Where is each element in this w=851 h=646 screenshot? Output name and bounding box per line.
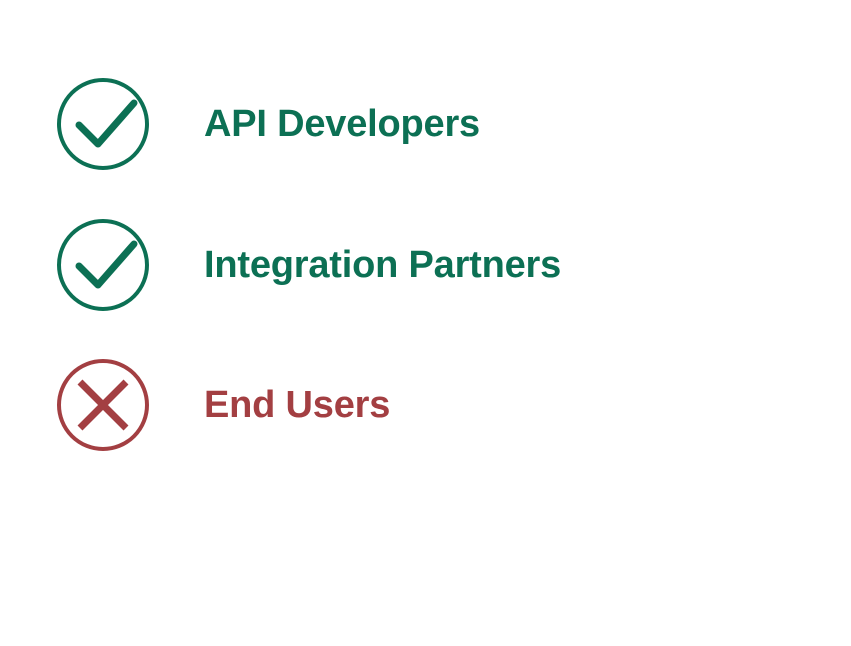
list-item[interactable]: End Users <box>57 359 390 451</box>
list-item[interactable]: Integration Partners <box>57 219 561 311</box>
list-item[interactable]: API Developers <box>57 78 480 170</box>
list-item-label: API Developers <box>204 103 480 145</box>
list-item-label: Integration Partners <box>204 244 562 286</box>
x-circle-icon <box>57 359 149 451</box>
check-circle-icon <box>57 78 149 170</box>
list-item-label: End Users <box>204 384 391 426</box>
check-circle-icon <box>57 219 149 311</box>
